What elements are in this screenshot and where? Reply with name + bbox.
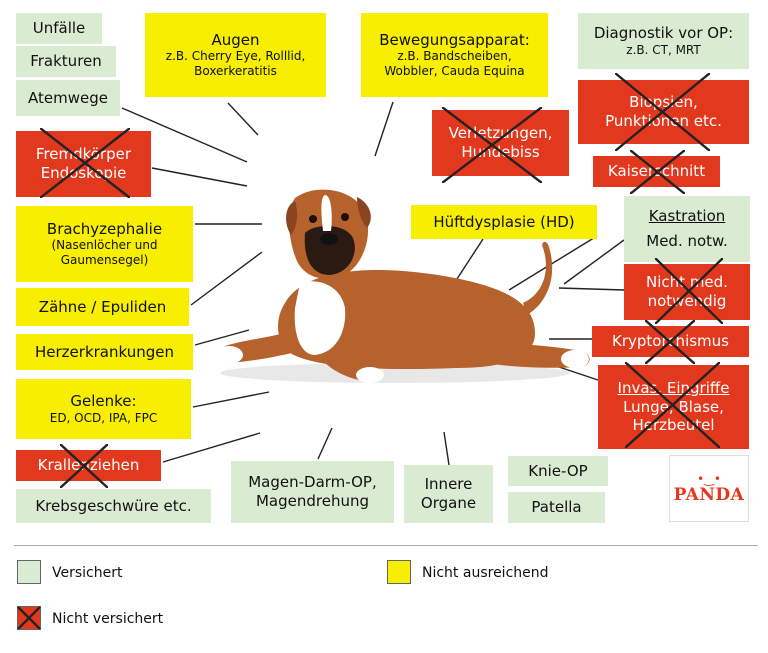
- box-biopsien: Biopsien, Punktionen etc.: [578, 80, 749, 144]
- dog-eye-left: [309, 215, 317, 223]
- box-kryptorchismus: Kryptorchismus: [592, 326, 749, 357]
- legend-swatch-insured: [17, 560, 41, 584]
- dog-ear-left: [286, 201, 298, 235]
- dog-back-paw: [561, 350, 589, 368]
- boxer-dog-illustration: [215, 189, 590, 383]
- dog-body: [278, 270, 535, 370]
- legend-divider: [14, 545, 758, 546]
- dog-nose: [320, 233, 338, 245]
- box-kaiserschnitt: Kaiserschnitt: [593, 156, 720, 187]
- legend-label-not-insured: Nicht versichert: [52, 611, 164, 627]
- box-diagnostik: Diagnostik vor OP: z.B. CT, MRT: [578, 13, 749, 69]
- dog-chest: [294, 281, 346, 355]
- legend-swatch-insufficient: [387, 560, 411, 584]
- box-zaehne: Zähne / Epuliden: [16, 288, 189, 326]
- box-gelenke: Gelenke: ED, OCD, IPA, FPC: [16, 379, 191, 439]
- box-innere-organe: Innere Organe: [404, 465, 493, 523]
- box-herzerkrankungen: Herzerkrankungen: [16, 334, 193, 370]
- dog-shadow: [220, 363, 570, 383]
- box-krebsgeschwuere: Krebsgeschwüre etc.: [16, 489, 211, 523]
- box-fremdkoerper: Fremdkörper Endoskopie: [16, 131, 151, 197]
- box-krallenziehen: Krallenziehen: [16, 450, 161, 481]
- box-frakturen: Frakturen: [16, 46, 116, 77]
- dog-front-paw-left: [215, 346, 243, 364]
- legend-label-insured: Versichert: [52, 565, 123, 581]
- box-invasive-eingriffe: Invas. Eingriffe Lunge, Blase, Herzbeute…: [598, 365, 749, 449]
- box-augen: Augen z.B. Cherry Eye, Rolllid, Boxerker…: [145, 13, 326, 97]
- panda-logo: •‿• PANDA: [669, 455, 749, 522]
- panda-logo-text: PANDA: [673, 484, 745, 505]
- box-kastration: Kastration Med. notw.: [624, 196, 750, 262]
- dog-front-paw-right: [356, 367, 384, 383]
- box-knie-op: Knie-OP: [508, 456, 608, 486]
- box-verletzungen: Verletzungen, Hundebiss: [432, 110, 569, 176]
- box-patella: Patella: [508, 492, 605, 523]
- legend-label-insufficient: Nicht ausreichend: [422, 565, 549, 581]
- box-brachyzephalie: Brachyzephalie (Nasenlöcher und Gaumense…: [16, 206, 193, 282]
- dog-muzzle: [304, 226, 355, 275]
- dog-tail: [523, 241, 553, 315]
- box-nicht-med-notwendig: Nicht med. notwendig: [624, 264, 750, 320]
- box-atemwege: Atemwege: [16, 80, 120, 116]
- panda-logo-mark: •‿•: [697, 471, 721, 486]
- legend-swatch-not-insured: [17, 606, 41, 630]
- box-magen-darm: Magen-Darm-OP, Magendrehung: [231, 461, 394, 523]
- box-bewegungsapparat: Bewegungsapparat: z.B. Bandscheiben, Wob…: [361, 13, 548, 97]
- box-unfaelle: Unfälle: [16, 13, 102, 44]
- dog-blaze: [321, 195, 332, 231]
- dog-eye-right: [341, 213, 349, 221]
- dog-ear-right: [357, 197, 371, 228]
- box-hueftdysplasie: Hüftdysplasie (HD): [411, 205, 597, 239]
